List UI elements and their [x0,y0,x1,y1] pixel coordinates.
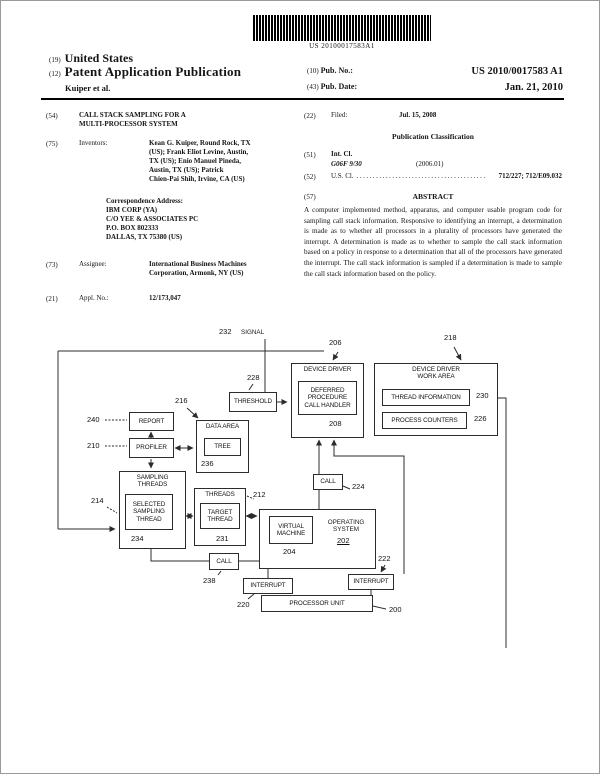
header-divider [41,98,564,100]
ind-code-12: (12) [49,70,61,78]
report-box: REPORT [129,412,174,431]
inventor-line: (US); Frank Eliot Levine, Austin, [149,148,249,156]
work-area-ref-num: 218 [444,333,457,342]
field-code-54: (54) [46,112,58,120]
publication-classification-heading: Publication Classification [392,132,474,141]
process-counters-ref-num: 226 [474,414,487,423]
us-cl-value: 712/227; 712/E09.032 [498,172,562,180]
field-code-21: (21) [46,295,58,303]
pub-no-line: (10) Pub. No.: US 2010/0017583 A1 [307,66,563,77]
doc-type-line: (12) Patent Application Publication [49,63,241,81]
abstract-heading: ABSTRACT [412,192,454,201]
correspondence-line: C/O YEE & ASSOCIATES PC [106,215,199,223]
pub-no-label: (10) Pub. No.: [307,66,353,75]
int-cl-class: G06F 9/30 [331,160,362,168]
target-thread-box: TARGET THREAD [200,503,240,529]
threshold-ref-num: 228 [247,373,260,382]
inventor-line: Kean G. Kuiper, Round Rock, TX [149,139,251,147]
field-code-52: (52) [304,173,316,181]
country-name: United States [64,51,134,65]
tree-ref-num: 236 [201,459,214,468]
call-lower-box: CALL [209,553,239,570]
appl-no-label: Appl. No.: [79,294,109,302]
field-code-57: (57) [304,193,316,201]
doc-type: Patent Application Publication [64,64,242,79]
us-cl-line: U.S. Cl. ...............................… [331,172,562,181]
correspondence-block: Correspondence Address: IBM CORP (YA) C/… [106,197,286,242]
inventors-label: Inventors: [79,139,108,147]
int-cl-year: (2006.01) [416,160,444,168]
ind-code-43: (43) [307,83,319,91]
dpc-handler-box: DEFERRED PROCEDURE CALL HANDLER [298,381,357,415]
ind-code-10: (10) [307,67,319,75]
barcode-text: US 20100017583A1 [309,42,375,50]
field-code-51: (51) [304,151,316,159]
thread-information-box: THREAD INFORMATION [382,389,470,406]
appl-no-value: 12/173,047 [149,294,181,302]
process-counters-box: PROCESS COUNTERS [382,412,467,429]
int-cl-label: Int. Cl. [331,150,353,158]
country-line: (19) United States [49,49,133,67]
tree-box: TREE [204,438,241,456]
interrupt-right-ref-num: 222 [378,554,391,563]
inventor-line: TX (US); Enio Manuel Pineda, [149,157,241,165]
operating-system-label: OPERATING SYSTEM [327,519,365,534]
processor-unit-box: PROCESSOR UNIT [261,595,373,612]
filed-value: Jul. 15, 2008 [399,111,437,119]
correspondence-line: P.O. BOX 802333 [106,224,159,232]
pub-date-value: Jan. 21, 2010 [504,82,563,93]
selected-sampling-thread-box: SELECTED SAMPLING THREAD [125,494,173,530]
pub-date-line: (43) Pub. Date: Jan. 21, 2010 [307,82,563,93]
correspondence-line: IBM CORP (YA) [106,206,158,214]
abstract-text: A computer implemented method, apparatus… [304,206,562,278]
call-upper-ref-num: 224 [352,482,365,491]
pub-no-value: US 2010/0017583 A1 [471,66,563,77]
assignee-block: International Business Machines Corporat… [149,260,299,278]
assignee-line: Corporation, Armonk, NY (US) [149,269,244,277]
invention-title: CALL STACK SAMPLING FOR A MULTI-PROCESSO… [79,111,186,128]
barcode [253,15,431,41]
virtual-machine-ref-num: 204 [283,547,296,556]
thread-information-ref-num: 230 [476,391,489,400]
profiler-box: PROFILER [129,438,174,458]
data-area-ref-num: 216 [175,396,188,405]
correspondence-line: DALLAS, TX 75380 (US) [106,233,183,241]
call-lower-ref-num: 238 [203,576,216,585]
report-ref-num: 240 [87,415,100,424]
us-cl-leader: ........................................ [356,172,487,180]
field-code-73: (73) [46,261,58,269]
signal-label: SIGNAL [241,329,265,336]
figure-2-diagram: 232 SIGNAL 206 DEVICE DRIVER DEFERRED PR… [41,326,564,666]
device-driver-ref-num: 206 [329,338,342,347]
interrupt-left-box: INTERRUPT [243,578,293,594]
field-code-22: (22) [304,112,316,120]
field-code-75: (75) [46,140,58,148]
filed-label: Filed: [331,111,348,119]
assignee-label: Assignee: [79,260,107,268]
profiler-ref-num: 210 [87,441,100,450]
operating-system-ref-num: 202 [337,536,350,545]
dpc-handler-ref-num: 208 [329,419,342,428]
call-upper-box: CALL [313,474,343,490]
selected-sampling-thread-ref-num: 234 [131,534,144,543]
inventor-line: Austin, TX (US); Patrick [149,166,224,174]
us-cl-label: U.S. Cl. [331,172,354,180]
processor-unit-ref-num: 200 [389,605,402,614]
inventors-block: Kean G. Kuiper, Round Rock, TX (US); Fra… [149,139,299,184]
target-thread-ref-num: 231 [216,534,229,543]
signal-ref-num: 232 [219,327,232,336]
assignee-line: International Business Machines [149,260,247,268]
threads-ref-num: 212 [253,490,266,499]
authors: Kuiper et al. [65,83,111,93]
ind-code-19: (19) [49,56,61,64]
pub-date-label: (43) Pub. Date: [307,82,358,91]
threshold-box: THRESHOLD [229,392,277,412]
interrupt-left-ref-num: 220 [237,600,250,609]
interrupt-right-box: INTERRUPT [348,574,394,590]
sampling-threads-ref-num: 214 [91,496,104,505]
virtual-machine-box: VIRTUAL MACHINE [269,516,313,544]
correspondence-line: Correspondence Address: [106,197,183,205]
inventor-line: Chien-Pai Shih, Irvine, CA (US) [149,175,245,183]
